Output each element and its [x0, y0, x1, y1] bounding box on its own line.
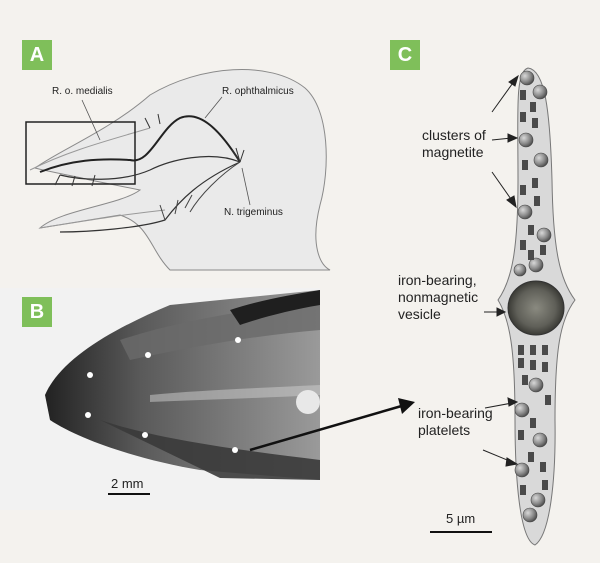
panel-a-badge: A — [22, 40, 52, 70]
label-vesicle-line2: nonmagnetic — [398, 289, 479, 305]
marker-dot — [85, 412, 91, 418]
label-clusters-line1: clusters of — [422, 127, 486, 143]
label-platelets-line2: platelets — [418, 422, 471, 438]
nerve-branch-4 — [189, 161, 241, 213]
label-clusters-line2: magnetite — [422, 144, 484, 160]
marker-dot — [232, 447, 238, 453]
marker-dot — [142, 432, 148, 438]
label-platelets-line1: iron-bearing — [418, 405, 493, 421]
beak-lower-edge — [39, 209, 166, 229]
panel-c-cell — [430, 67, 576, 546]
panel-b-photo — [0, 288, 320, 510]
nonmagnetic-vesicle — [507, 280, 565, 336]
panel-a-drawing — [25, 69, 331, 271]
magnetite-clusters — [513, 70, 552, 523]
label-n-trigeminus: N. trigeminus — [224, 207, 283, 218]
marker-dot — [235, 337, 241, 343]
label-r-ophthalmicus: R. ophthalmicus — [222, 86, 294, 97]
label-ro-medialis: R. o. medialis — [52, 86, 113, 97]
zoom-box — [25, 121, 136, 185]
beak-upper-edge — [29, 127, 151, 171]
head-outline — [33, 69, 331, 271]
r-ophthalmicus-nerve — [39, 115, 241, 173]
marker-dot — [87, 372, 93, 378]
panel-c-badge: C — [390, 40, 420, 70]
panel-b-badge: B — [22, 297, 52, 327]
iron-platelets — [518, 90, 551, 495]
label-vesicle-line1: iron-bearing, — [398, 272, 477, 288]
photo-scale-label: 2 mm — [111, 476, 144, 491]
marker-dot — [145, 352, 151, 358]
label-platelets: iron-bearing platelets — [418, 405, 493, 439]
cell-scale-label: 5 µm — [446, 511, 476, 526]
label-vesicle: iron-bearing, nonmagnetic vesicle — [398, 272, 478, 323]
connector-arrow — [249, 398, 415, 452]
label-clusters-of-magnetite: clusters of magnetite — [422, 127, 486, 161]
nerve-branch-2 — [59, 155, 241, 180]
label-vesicle-line3: vesicle — [398, 306, 441, 322]
